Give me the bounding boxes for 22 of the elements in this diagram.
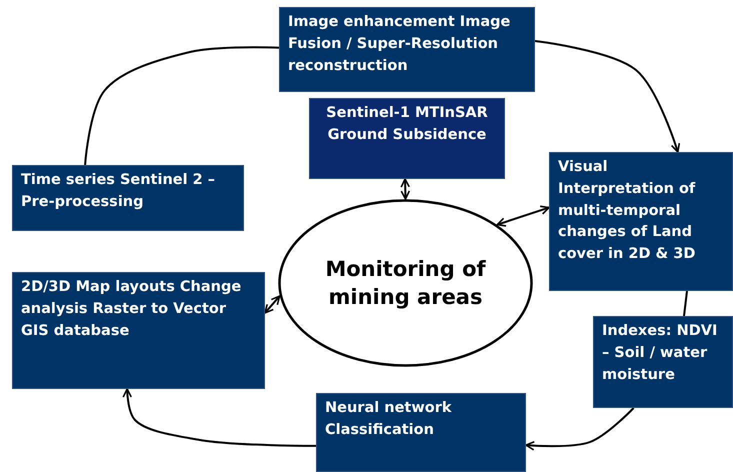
connector-arrow bbox=[264, 295, 280, 314]
node-label: Image enhancement Image Fusion / Super-Resolution reconstruction bbox=[288, 13, 512, 76]
node-label: Indexes: NDVI – Soil / water moisture bbox=[602, 322, 718, 384]
node-label: Visual Interpretation of multi-temporal changes of Land cover in 2D & 3D bbox=[558, 158, 696, 264]
connector-arrow bbox=[496, 206, 550, 227]
process-box bbox=[279, 7, 535, 92]
node-label: 2D/3D Map layouts Change analysis Raster to Vector GIS database bbox=[21, 278, 242, 340]
node-label: Time series Sentinel 2 – Pre-processing bbox=[21, 171, 216, 212]
connector-arrow bbox=[122, 388, 316, 447]
process-box bbox=[12, 272, 265, 389]
process-box bbox=[549, 152, 733, 291]
process-box bbox=[316, 393, 526, 472]
node-label: Monitoring of mining areas bbox=[324, 256, 487, 311]
process-box bbox=[593, 316, 733, 408]
node-label: Neural network Classification bbox=[325, 399, 453, 440]
ellipse-node bbox=[278, 199, 533, 367]
process-box bbox=[12, 165, 244, 231]
node-label: Sentinel-1 MTInSAR Ground Subsidence bbox=[325, 104, 489, 145]
connector-arrow bbox=[534, 40, 680, 153]
connector-arrow bbox=[525, 407, 634, 451]
connector-arrow bbox=[400, 178, 410, 200]
process-box bbox=[309, 98, 505, 179]
